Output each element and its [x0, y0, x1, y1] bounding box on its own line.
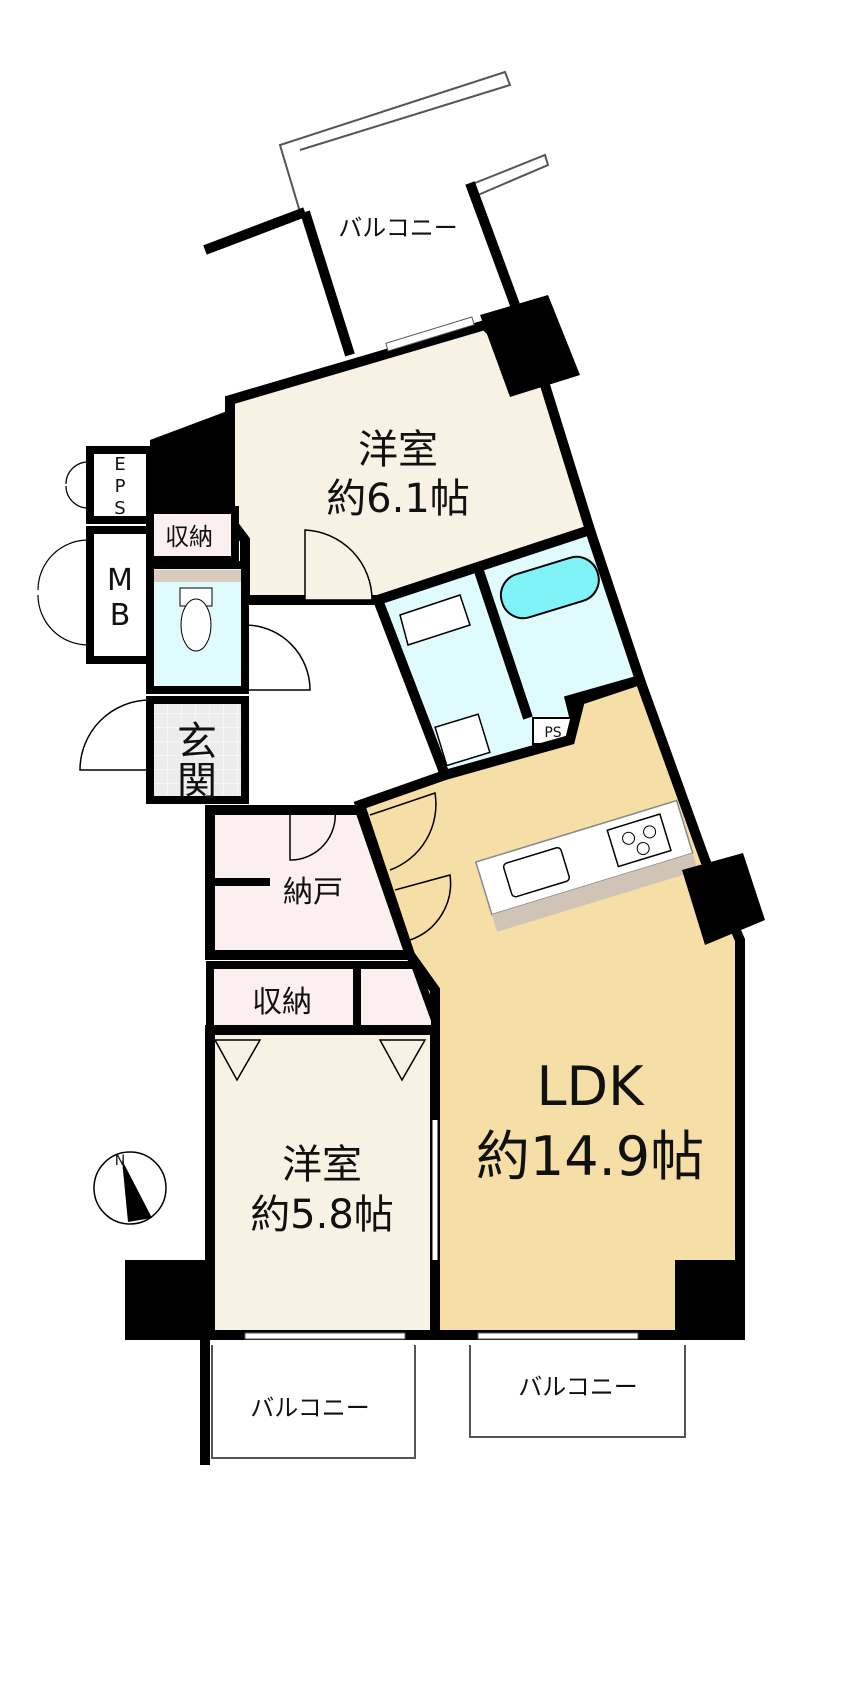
washer-pan: [434, 713, 491, 767]
column: [480, 295, 580, 397]
balcony-bottom-right: バルコニー: [469, 1332, 686, 1438]
entrance: [146, 696, 249, 804]
window: [385, 316, 475, 352]
storage-small-label: 収納: [165, 523, 213, 551]
western-1-name: 洋室: [358, 427, 438, 473]
kitchen-sink: [502, 846, 571, 898]
door-toilet[interactable]: [244, 624, 311, 691]
eps: [86, 446, 154, 524]
western-1-size: 約6.1帖: [326, 476, 470, 522]
balcony-bottom-left: バルコニー: [200, 1332, 416, 1465]
door-western-1[interactable]: [304, 529, 373, 601]
western-2-name: 洋室: [282, 1142, 362, 1188]
mb-label-m: M: [107, 563, 133, 598]
ldk-name: LDK: [536, 1055, 645, 1118]
ldk-size: 約14.9帖: [476, 1125, 704, 1188]
eps-label-p: P: [115, 476, 126, 497]
entrance-label-2: 関: [177, 759, 217, 805]
column: [125, 1260, 210, 1340]
door-ldk[interactable]: [369, 792, 437, 871]
storage-2-label: 収納: [252, 985, 312, 1020]
sink: [399, 594, 471, 646]
toilet-icon: [180, 598, 212, 652]
door-closet-2[interactable]: [289, 809, 337, 861]
compass-north-label: N: [115, 1153, 125, 1169]
storage-2: [206, 961, 439, 1034]
door-closet[interactable]: [394, 874, 452, 941]
kitchen-counter: [474, 799, 698, 932]
eps-label-s: S: [114, 498, 125, 519]
ps-label: PS: [544, 725, 561, 741]
balcony-top: バルコニー: [203, 70, 550, 357]
balcony-bottom-right-label: バルコニー: [518, 1373, 638, 1401]
entrance-door[interactable]: [79, 699, 151, 771]
column: [682, 853, 765, 945]
western-room-2: [205, 1025, 440, 1340]
mb-label-b: B: [110, 598, 131, 633]
column: [150, 410, 230, 510]
column: [675, 1260, 743, 1340]
mb: [86, 526, 154, 664]
stove: [606, 813, 672, 868]
western-2-size: 約5.8帖: [250, 1192, 394, 1238]
closet: [205, 805, 418, 960]
compass-icon: N: [93, 1151, 167, 1225]
eps-label-e: E: [114, 454, 125, 475]
balcony-bottom-left-label: バルコニー: [250, 1394, 370, 1422]
entrance-label-1: 玄: [177, 719, 217, 765]
bathtub: [499, 555, 600, 620]
closet-label: 納戸: [283, 875, 343, 910]
balcony-top-label: バルコニー: [338, 214, 458, 242]
